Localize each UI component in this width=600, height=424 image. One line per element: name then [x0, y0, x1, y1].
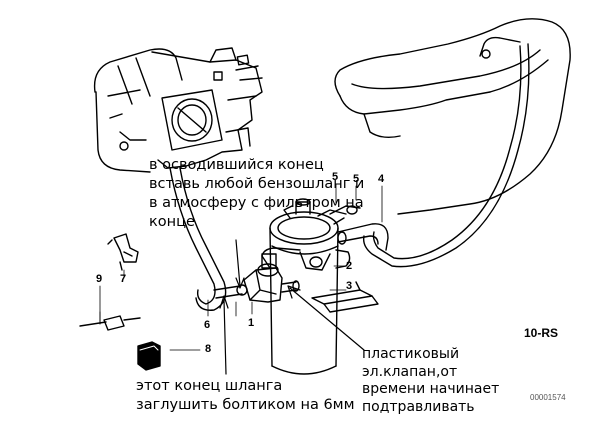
annotation-bottom-right-line-1: пластиковый	[362, 346, 460, 362]
annotation-bottom-left-line-2: заглушить болтиком на 6мм	[136, 397, 355, 413]
annotation-bottom-right: пластиковый эл.клапан,от времени начинае…	[362, 346, 499, 416]
annotation-top: в осводившийся конец вставь любой бензош…	[149, 156, 364, 232]
annotation-top-line-3: в атмосферу с фильтром на	[149, 195, 364, 211]
annotation-bottom-right-line-2: эл.клапан,от	[362, 363, 458, 380]
callout-9: 9	[96, 273, 103, 285]
callout-2: 2	[346, 260, 353, 272]
annotation-arrows	[219, 239, 365, 375]
annotation-bottom-left-line-1: этот конец шланга	[136, 378, 283, 394]
annotation-top-line-4: конце	[149, 214, 195, 230]
annotation-top-line-2: вставь любой бензошланг и	[149, 176, 365, 192]
callout-4: 4	[378, 173, 385, 185]
catalog-number: 00001574	[530, 393, 566, 402]
callout-5-right: 5	[353, 173, 360, 185]
callout-1: 1	[248, 317, 255, 329]
hose-9-drawing	[79, 311, 141, 331]
grommet-8-drawing	[137, 341, 161, 371]
charcoal-canister-drawing	[261, 198, 379, 375]
annotation-top-line-1: в осводившийся конец	[149, 157, 324, 173]
leader-lines	[99, 183, 383, 351]
callout-5-left: 5	[332, 171, 339, 183]
callout-7: 7	[120, 273, 127, 285]
callout-3: 3	[346, 280, 353, 292]
throttle-body-drawing	[93, 47, 263, 173]
annotation-bottom-left: этот конец шланга заглушить болтиком на …	[136, 377, 355, 415]
callout-8: 8	[205, 343, 212, 355]
callout-6: 6	[204, 319, 211, 331]
fuel-tank-drawing	[329, 18, 571, 268]
annotation-bottom-right-line-3: времени начинает	[362, 381, 500, 397]
diagram-code: 10-RS	[524, 326, 559, 340]
clip-7-drawing	[107, 233, 139, 271]
annotation-bottom-right-line-4: подтравливать	[362, 398, 475, 415]
